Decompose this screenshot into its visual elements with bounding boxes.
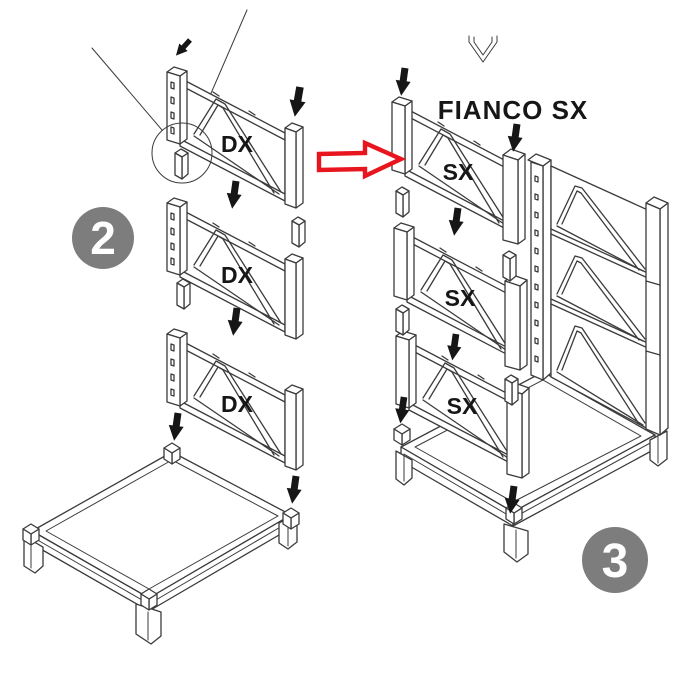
panel-label: SX [447,393,478,419]
connector-pin [395,304,410,336]
panel-label: DX [221,391,254,417]
down-arrow [286,85,308,119]
corner-socket [282,507,300,530]
base-platform-left [22,442,300,645]
red-pointer-arrow-icon [316,139,407,180]
callout-line [91,47,163,131]
panel-label: SX [443,159,474,185]
connector-pin [174,148,189,180]
down-arrow [446,206,466,237]
base-leg [23,535,44,574]
heading-fianco-sx: FIANCO SX [438,95,589,125]
corner-socket [140,588,158,611]
panel-mesa-rib [556,255,646,342]
down-arrow [171,36,195,60]
connector-pin [504,374,519,406]
slotted-upright [527,153,552,381]
magnifier-circle [151,122,213,184]
assembled-unit [527,153,669,436]
step-badge-2: 2 [72,207,134,269]
step-2-group: DX DX DX 2 [22,9,308,645]
connector-pin [291,216,306,248]
corner-socket [393,423,411,446]
down-arrow [166,411,186,442]
panel-label: DX [221,262,254,288]
down-arrow [225,306,245,337]
step-3-group: FIANCO SX SX SX SX 3 [316,35,669,593]
connector-pin [176,278,191,310]
connector-pin [395,186,410,218]
front-upright [645,196,669,436]
panel-label: DX [221,131,254,157]
panel-mesa-rib [556,185,646,272]
down-arrow [393,66,413,97]
down-arrow [505,122,525,153]
step-badge-3: 3 [582,527,648,593]
corner-socket [163,442,181,465]
down-arrow [445,333,464,362]
cut-post-detail [468,35,498,63]
panel-mesa-rib [556,325,646,426]
down-arrow [224,179,244,210]
step-number: 3 [602,535,629,588]
down-arrow [284,474,304,505]
panel-label: SX [445,285,476,311]
connector-pin [502,250,517,282]
step-number: 2 [90,212,116,264]
corner-socket [22,523,40,546]
